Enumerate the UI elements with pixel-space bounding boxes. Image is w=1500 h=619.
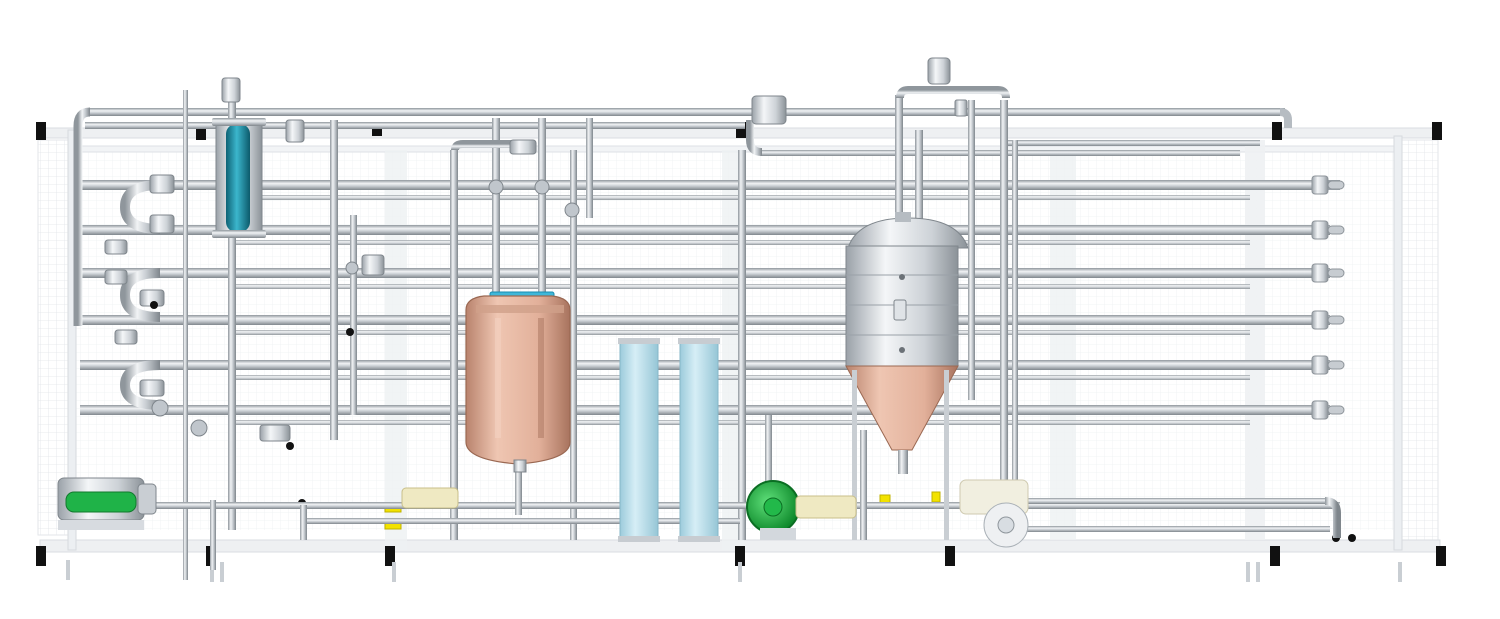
mesh-panel-right (1397, 139, 1439, 541)
mesh-panel-left (37, 139, 73, 536)
control-valves (104, 57, 1356, 542)
vertical-heat-exchanger (212, 77, 266, 238)
bottom-piping (140, 415, 1341, 570)
filter-column-1 (618, 338, 660, 542)
top-piping (73, 86, 1292, 580)
centrifugal-pump-right (959, 479, 1029, 548)
pump-motor-left-center (401, 487, 459, 509)
filter-column-2 (678, 338, 720, 542)
balance-tank (465, 291, 571, 473)
centrifugal-pump-left (57, 477, 157, 530)
centrifugal-pump-center (746, 480, 857, 540)
return-bends (1311, 175, 1345, 420)
conical-steel-tank (845, 212, 969, 540)
